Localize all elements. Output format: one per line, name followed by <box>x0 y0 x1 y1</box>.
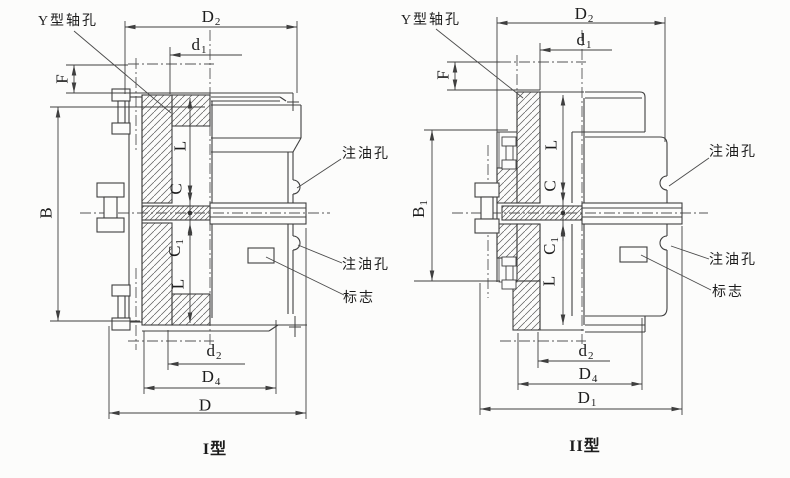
left-drawing <box>50 21 345 419</box>
label-mark-right: 标志 <box>712 285 744 300</box>
oil-hole-notch-top <box>292 179 301 195</box>
label-oil-hole-bottom-right: 注油孔 <box>709 253 757 268</box>
bolt-flange-bottom <box>501 256 517 290</box>
bolt-middle <box>96 182 125 233</box>
label-oil-hole-top-right: 注油孔 <box>709 145 757 160</box>
leader-mark <box>640 254 712 291</box>
leader-shaft-hole <box>73 30 172 114</box>
label-shaft-hole-left: Y型轴孔 <box>37 14 99 29</box>
right-bolts <box>474 136 517 290</box>
dim-label-D2-right: D2 <box>574 4 594 25</box>
dim-label-d1-right: d1 <box>576 30 592 51</box>
dim-label-D-left: D <box>198 395 212 415</box>
dim-label-C1-right: C1 <box>540 237 561 255</box>
oil-hole-notch-bottom <box>659 235 668 251</box>
dim-label-L-upper-right: L <box>541 139 561 151</box>
leader-mark <box>265 256 345 296</box>
mark-plate <box>247 247 275 264</box>
label-shaft-hole-right: Y型轴孔 <box>400 13 462 28</box>
dim-label-d1-left: d1 <box>191 35 207 56</box>
left-bolts <box>96 88 131 331</box>
dim-label-d2-right: d2 <box>578 341 594 362</box>
leader-oil-hole-top <box>296 158 342 189</box>
dim-label-B1-right: B1 <box>409 200 430 218</box>
bolt-middle <box>474 182 500 234</box>
dim-label-D4-right: D4 <box>578 364 598 385</box>
dim-label-F-left: F <box>52 74 72 84</box>
dim-label-L-lower-left: L <box>168 278 188 290</box>
dim-label-C1-left: C1 <box>165 239 186 257</box>
bolt-bottom <box>111 284 131 331</box>
left-hatched-sections <box>141 94 211 326</box>
right-drawing <box>414 17 712 415</box>
label-oil-hole-bottom-left: 注油孔 <box>342 258 390 273</box>
dim-label-F-right: F <box>433 70 453 80</box>
caption-type-2: II型 <box>569 438 601 455</box>
dim-label-D4-left: D4 <box>201 367 221 388</box>
oil-hole-notch-top <box>659 175 668 191</box>
right-hatched-sections <box>496 91 583 331</box>
dim-label-D1-right: D1 <box>577 388 597 409</box>
dim-label-C-right: C <box>540 180 560 192</box>
leader-oil-hole-bottom <box>670 245 710 260</box>
right-leader-lines <box>435 28 712 291</box>
dim-label-D2-left: D2 <box>201 7 221 28</box>
mark-plate <box>619 246 648 263</box>
label-oil-hole-top-left: 注油孔 <box>342 147 390 162</box>
leader-oil-hole-top <box>668 157 710 187</box>
dim-label-B-left: B <box>36 207 56 219</box>
bolt-top <box>111 88 131 135</box>
leader-shaft-hole <box>435 28 524 99</box>
oil-hole-notch-bottom <box>292 235 301 251</box>
dim-label-L-lower-right: L <box>539 275 559 287</box>
left-leader-lines <box>73 30 345 296</box>
right-dimension-lines <box>414 17 683 415</box>
caption-type-1: I型 <box>202 441 228 458</box>
left-centerlines <box>80 30 330 350</box>
dim-label-L-upper-left: L <box>170 140 190 152</box>
left-dimension-lines <box>50 21 307 419</box>
dim-label-C-left: C <box>166 183 186 195</box>
dim-label-d2-left: d2 <box>206 341 222 362</box>
leader-oil-hole-bottom <box>297 244 343 264</box>
left-outlines <box>128 93 307 337</box>
bolt-flange-top <box>501 136 517 170</box>
label-mark-left: 标志 <box>343 291 375 306</box>
end-cover-screws <box>287 93 301 337</box>
brake-disc <box>128 96 143 323</box>
